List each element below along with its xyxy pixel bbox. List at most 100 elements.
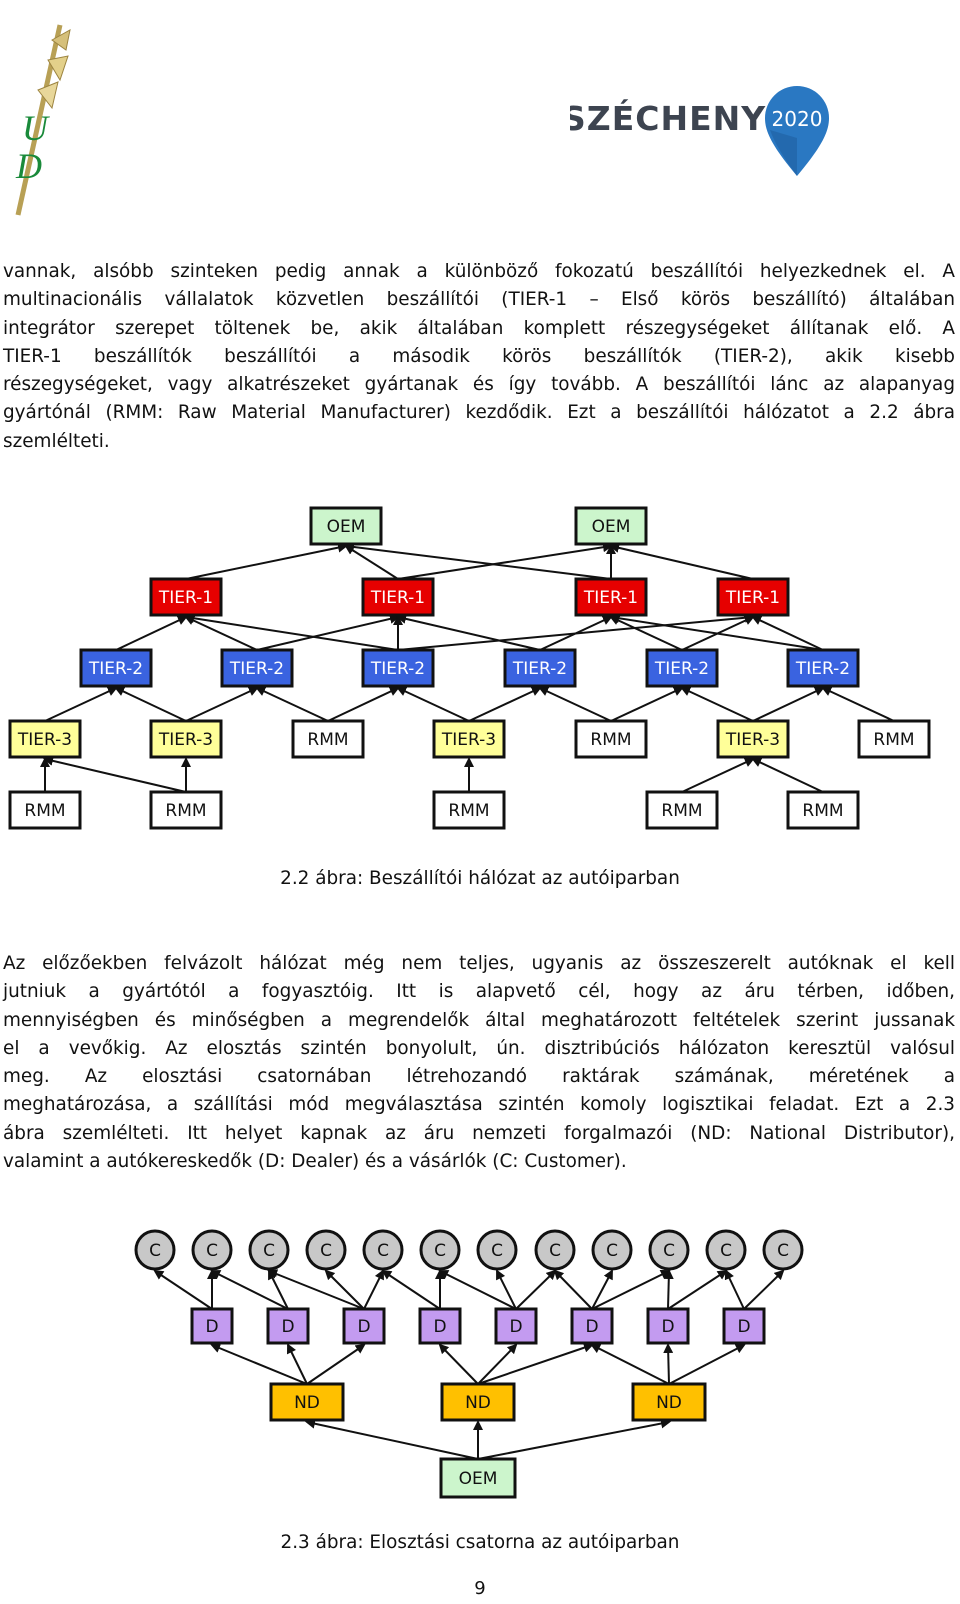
node-label: RMM <box>165 801 206 821</box>
node-box <box>220 648 294 688</box>
text-line: multinacionális vállalatok közvetlen bes… <box>3 289 955 311</box>
node-label: RMM <box>448 801 489 821</box>
network-edge <box>680 686 754 722</box>
text-line: mennyiségben és minőségben a megrendelők… <box>3 1009 955 1031</box>
node-label: TIER-2 <box>370 659 425 679</box>
node-box <box>574 506 648 546</box>
text-line: Az előzőekben felvázolt hálózat még nem … <box>3 953 955 974</box>
node-label: RMM <box>307 730 348 750</box>
distributor-label: ND <box>465 1393 491 1413</box>
figure-caption-2-3: 2.3 ábra: Elosztási csatorna az autóipar… <box>280 1532 680 1553</box>
customer-node: C <box>705 1229 747 1271</box>
network-edge <box>344 544 399 580</box>
network-edge <box>115 615 188 651</box>
node-label: TIER-2 <box>795 659 850 679</box>
node-label: RMM <box>802 801 843 821</box>
channel-edge <box>438 1343 479 1385</box>
customer-node: C <box>419 1229 461 1271</box>
text-line: jutniuk a gyártótól a fogyasztóig. Itt i… <box>3 981 955 1003</box>
node-label: OEM <box>592 517 631 537</box>
node-rmm: RMM <box>8 790 82 830</box>
node-box <box>361 648 435 688</box>
network-edge <box>397 542 613 580</box>
channel-edge <box>363 1269 384 1310</box>
customer-node: C <box>648 1229 690 1271</box>
customer-node: C <box>134 1229 176 1271</box>
node-rmm: RMM <box>786 790 860 830</box>
channel-edge <box>381 1269 441 1310</box>
network-edge <box>397 612 755 651</box>
channel-edge <box>667 1269 728 1310</box>
network-edge <box>43 755 187 793</box>
node-box <box>149 790 223 830</box>
network-edge <box>681 757 755 793</box>
channel-edge <box>153 1269 213 1310</box>
text-line: vannak, alsóbb szinteken pedig annak a k… <box>3 261 955 282</box>
network-edge <box>538 686 612 722</box>
university-logo: U D <box>15 24 71 216</box>
customer-node: C <box>362 1229 404 1271</box>
network-edge <box>185 686 259 722</box>
node-tier-1: TIER-1 <box>574 577 648 617</box>
channel-edge <box>668 1344 746 1385</box>
badge-2020: 2020 <box>772 107 823 131</box>
distributor-node: ND <box>269 1382 345 1422</box>
network-edge <box>184 613 399 651</box>
node-box <box>432 719 506 759</box>
text-line: el a vevőkig. Az elosztás szintén bonyol… <box>3 1037 955 1059</box>
dealer-label: D <box>357 1317 370 1337</box>
customer-label: C <box>263 1241 275 1261</box>
node-box <box>149 719 223 759</box>
node-label: TIER-3 <box>441 730 496 750</box>
node-box <box>432 790 506 830</box>
distributor-node: ND <box>440 1382 516 1422</box>
channel-edge <box>305 1418 479 1460</box>
dealer-label: D <box>585 1317 598 1337</box>
node-box <box>309 506 383 546</box>
channel-edge <box>287 1343 308 1385</box>
channel-edge <box>515 1269 557 1310</box>
node-box <box>574 719 648 759</box>
node-label: RMM <box>661 801 702 821</box>
channel-edge <box>590 1344 670 1385</box>
node-box <box>716 577 790 617</box>
node-box <box>574 577 648 617</box>
network-edge <box>609 615 683 651</box>
network-edge <box>609 542 754 580</box>
customer-label: C <box>491 1241 503 1261</box>
network-edge <box>752 686 825 722</box>
oem-label: OEM <box>459 1469 498 1489</box>
channel-edge <box>210 1343 308 1385</box>
node-tier-3: TIER-3 <box>432 719 506 759</box>
channel-edge <box>324 1269 365 1310</box>
channel-edge <box>591 1270 671 1310</box>
node-tier-1: TIER-1 <box>149 577 223 617</box>
node-tier-2: TIER-2 <box>79 648 153 688</box>
customer-label: C <box>206 1241 218 1261</box>
node-rmm: RMM <box>857 719 931 759</box>
network-edge <box>114 686 187 722</box>
channel-edge <box>306 1343 366 1385</box>
network-edge <box>185 542 348 580</box>
channel-edge <box>477 1418 671 1460</box>
node-label: TIER-3 <box>158 730 213 750</box>
text-line: meghatározása, a szállítási mód megválas… <box>3 1094 955 1116</box>
network-edge <box>344 542 612 580</box>
node-label: RMM <box>590 730 631 750</box>
node-oem: OEM <box>574 506 648 546</box>
dealer-node: D <box>190 1307 234 1345</box>
channel-edge <box>438 1270 517 1310</box>
node-tier-2: TIER-2 <box>503 648 577 688</box>
customer-node: C <box>762 1229 804 1271</box>
channel-edge <box>663 1343 674 1385</box>
oem-node: OEM <box>439 1457 517 1499</box>
node-label: TIER-2 <box>654 659 709 679</box>
node-box <box>291 719 365 759</box>
node-tier-3: TIER-3 <box>8 719 82 759</box>
network-edge <box>44 686 118 722</box>
customer-label: C <box>377 1241 389 1261</box>
body-paragraph-2: Az előzőekben felvázolt hálózat még nem … <box>3 950 955 1176</box>
text-line: TIER-1 beszállítók beszállítói a második… <box>3 345 955 367</box>
node-label: TIER-1 <box>158 588 213 608</box>
